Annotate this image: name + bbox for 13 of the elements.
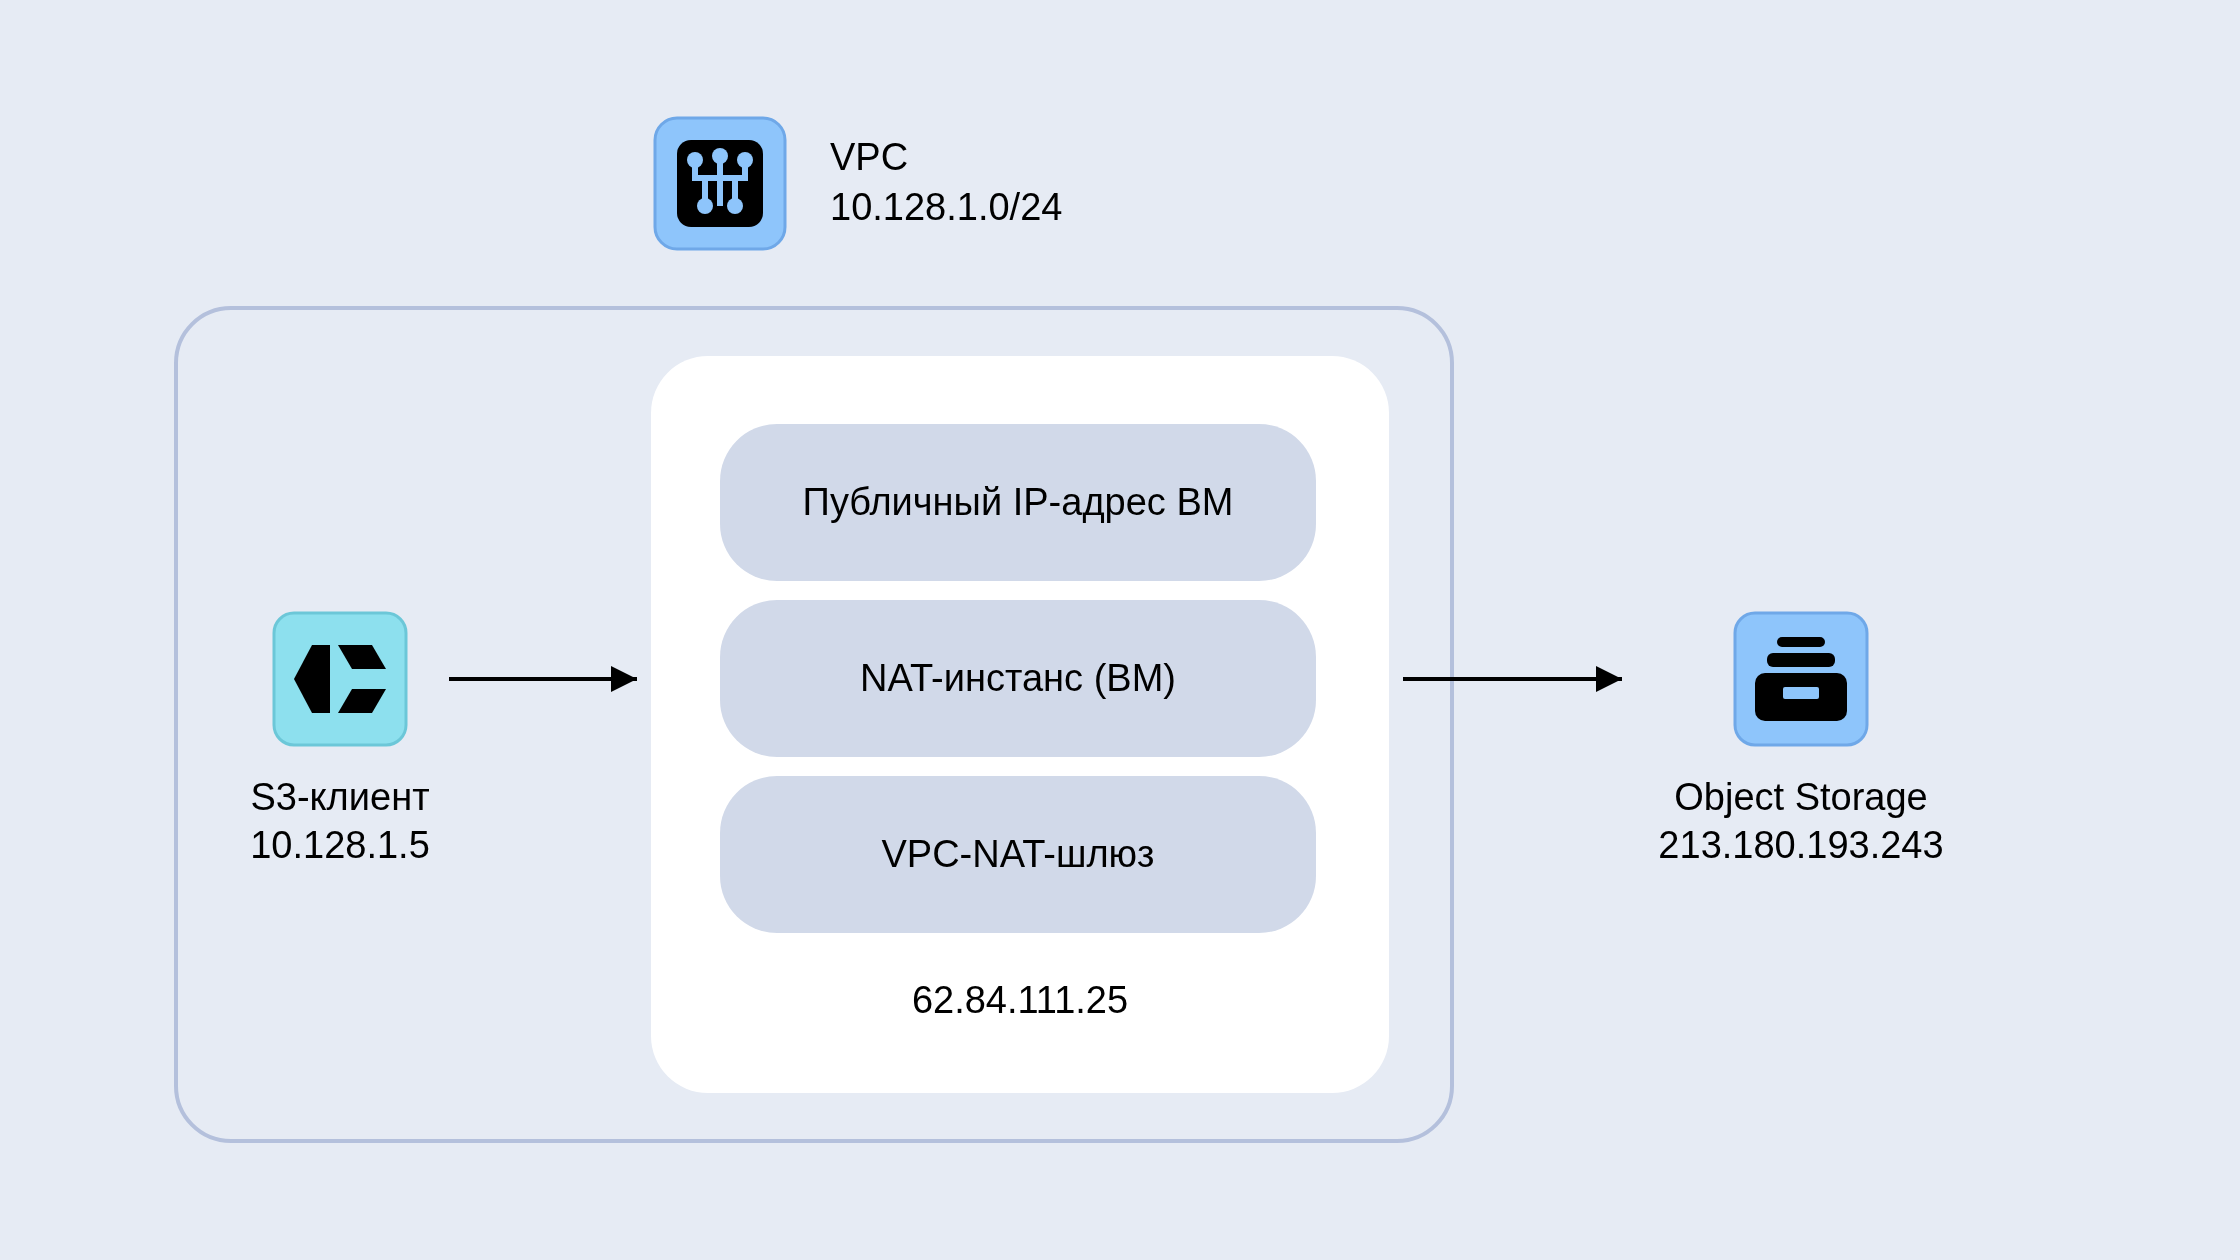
component-pill: Публичный IP-адрес ВМ: [720, 424, 1316, 581]
ip-range-label: 10.128.1.0/24: [830, 185, 1063, 230]
arrow: [1403, 666, 1622, 692]
group-title: VPC: [830, 135, 910, 180]
component-pill: NAT-инстанс (ВМ): [720, 600, 1316, 757]
ip-address-label: 213.180.193.243: [1658, 823, 1944, 868]
component-pill: VPC-NAT-шлюз: [720, 776, 1316, 933]
ip-address-label: 62.84.111.25: [910, 978, 1130, 1023]
ip-address-label: 10.128.1.5: [250, 823, 430, 868]
panel-card: [651, 356, 1389, 1093]
arrow: [449, 666, 637, 692]
node-title: S3-клиент: [250, 775, 430, 820]
node-title: Object Storage: [1674, 775, 1928, 820]
